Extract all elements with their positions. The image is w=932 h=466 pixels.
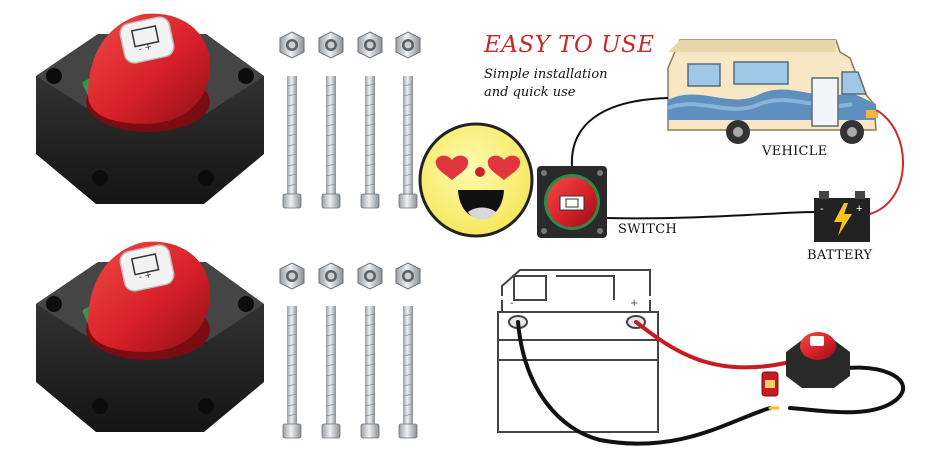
smiling-emoji-icon <box>418 122 534 238</box>
switch-diagram-icon <box>537 166 607 238</box>
vehicle-label: VEHICLE <box>762 144 828 159</box>
wiring-diagram <box>570 97 904 220</box>
rv-camper-icon <box>667 39 878 144</box>
car-battery-icon: - + <box>814 191 870 242</box>
switch-installed-icon <box>761 332 850 397</box>
battery-outline-drawing: - + <box>497 269 659 433</box>
installation-wiring <box>516 320 905 446</box>
lightning-bolt-icon <box>834 203 852 236</box>
subline-quick-use: and quick use <box>484 85 576 100</box>
svg-text:-: - <box>510 298 513 309</box>
svg-text:-: - <box>820 203 824 215</box>
battery-switch-top <box>35 12 265 205</box>
battery-label: BATTERY <box>807 248 873 263</box>
svg-text:+: + <box>856 203 862 215</box>
battery-switch-bottom <box>35 240 265 433</box>
hardware-set-bottom <box>279 262 421 439</box>
hardware-set-top <box>279 31 421 209</box>
switch-label: SWITCH <box>618 222 678 237</box>
subline-installation: Simple installation <box>484 67 608 82</box>
headline-easy-to-use: EASY TO USE <box>484 32 655 58</box>
svg-text:+: + <box>630 298 638 309</box>
